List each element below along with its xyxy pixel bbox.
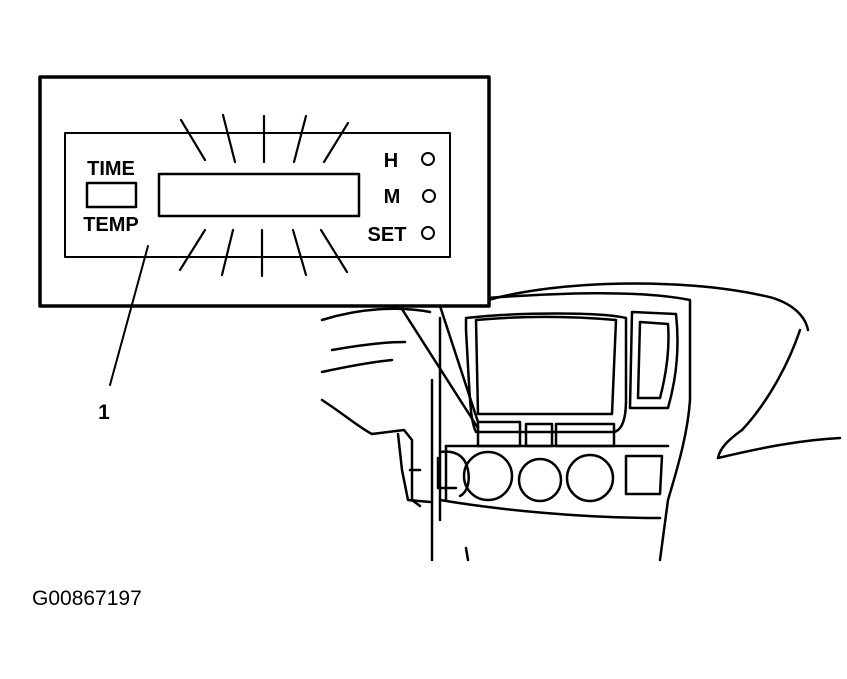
dashboard-illustration xyxy=(320,282,842,562)
zoom-panel-frame xyxy=(38,75,491,308)
m-indicator-icon xyxy=(422,189,436,203)
clock-display-window xyxy=(157,172,361,218)
time-label: TIME xyxy=(87,158,135,180)
h-indicator-icon xyxy=(421,152,435,166)
display-flash-rays-top xyxy=(179,113,350,164)
display-flash-rays-bottom xyxy=(178,228,349,278)
time-temp-button xyxy=(85,181,138,209)
clock-face-frame xyxy=(64,132,451,258)
m-label: M xyxy=(384,186,401,208)
set-indicator-icon xyxy=(421,226,435,240)
zoom-leader-lines xyxy=(398,304,480,430)
set-label: SET xyxy=(368,224,407,246)
callout-leader-line xyxy=(109,245,149,386)
h-label: H xyxy=(384,150,398,172)
callout-number: 1 xyxy=(98,401,110,424)
temp-label: TEMP xyxy=(83,214,139,236)
figure-id: G00867197 xyxy=(32,587,142,610)
